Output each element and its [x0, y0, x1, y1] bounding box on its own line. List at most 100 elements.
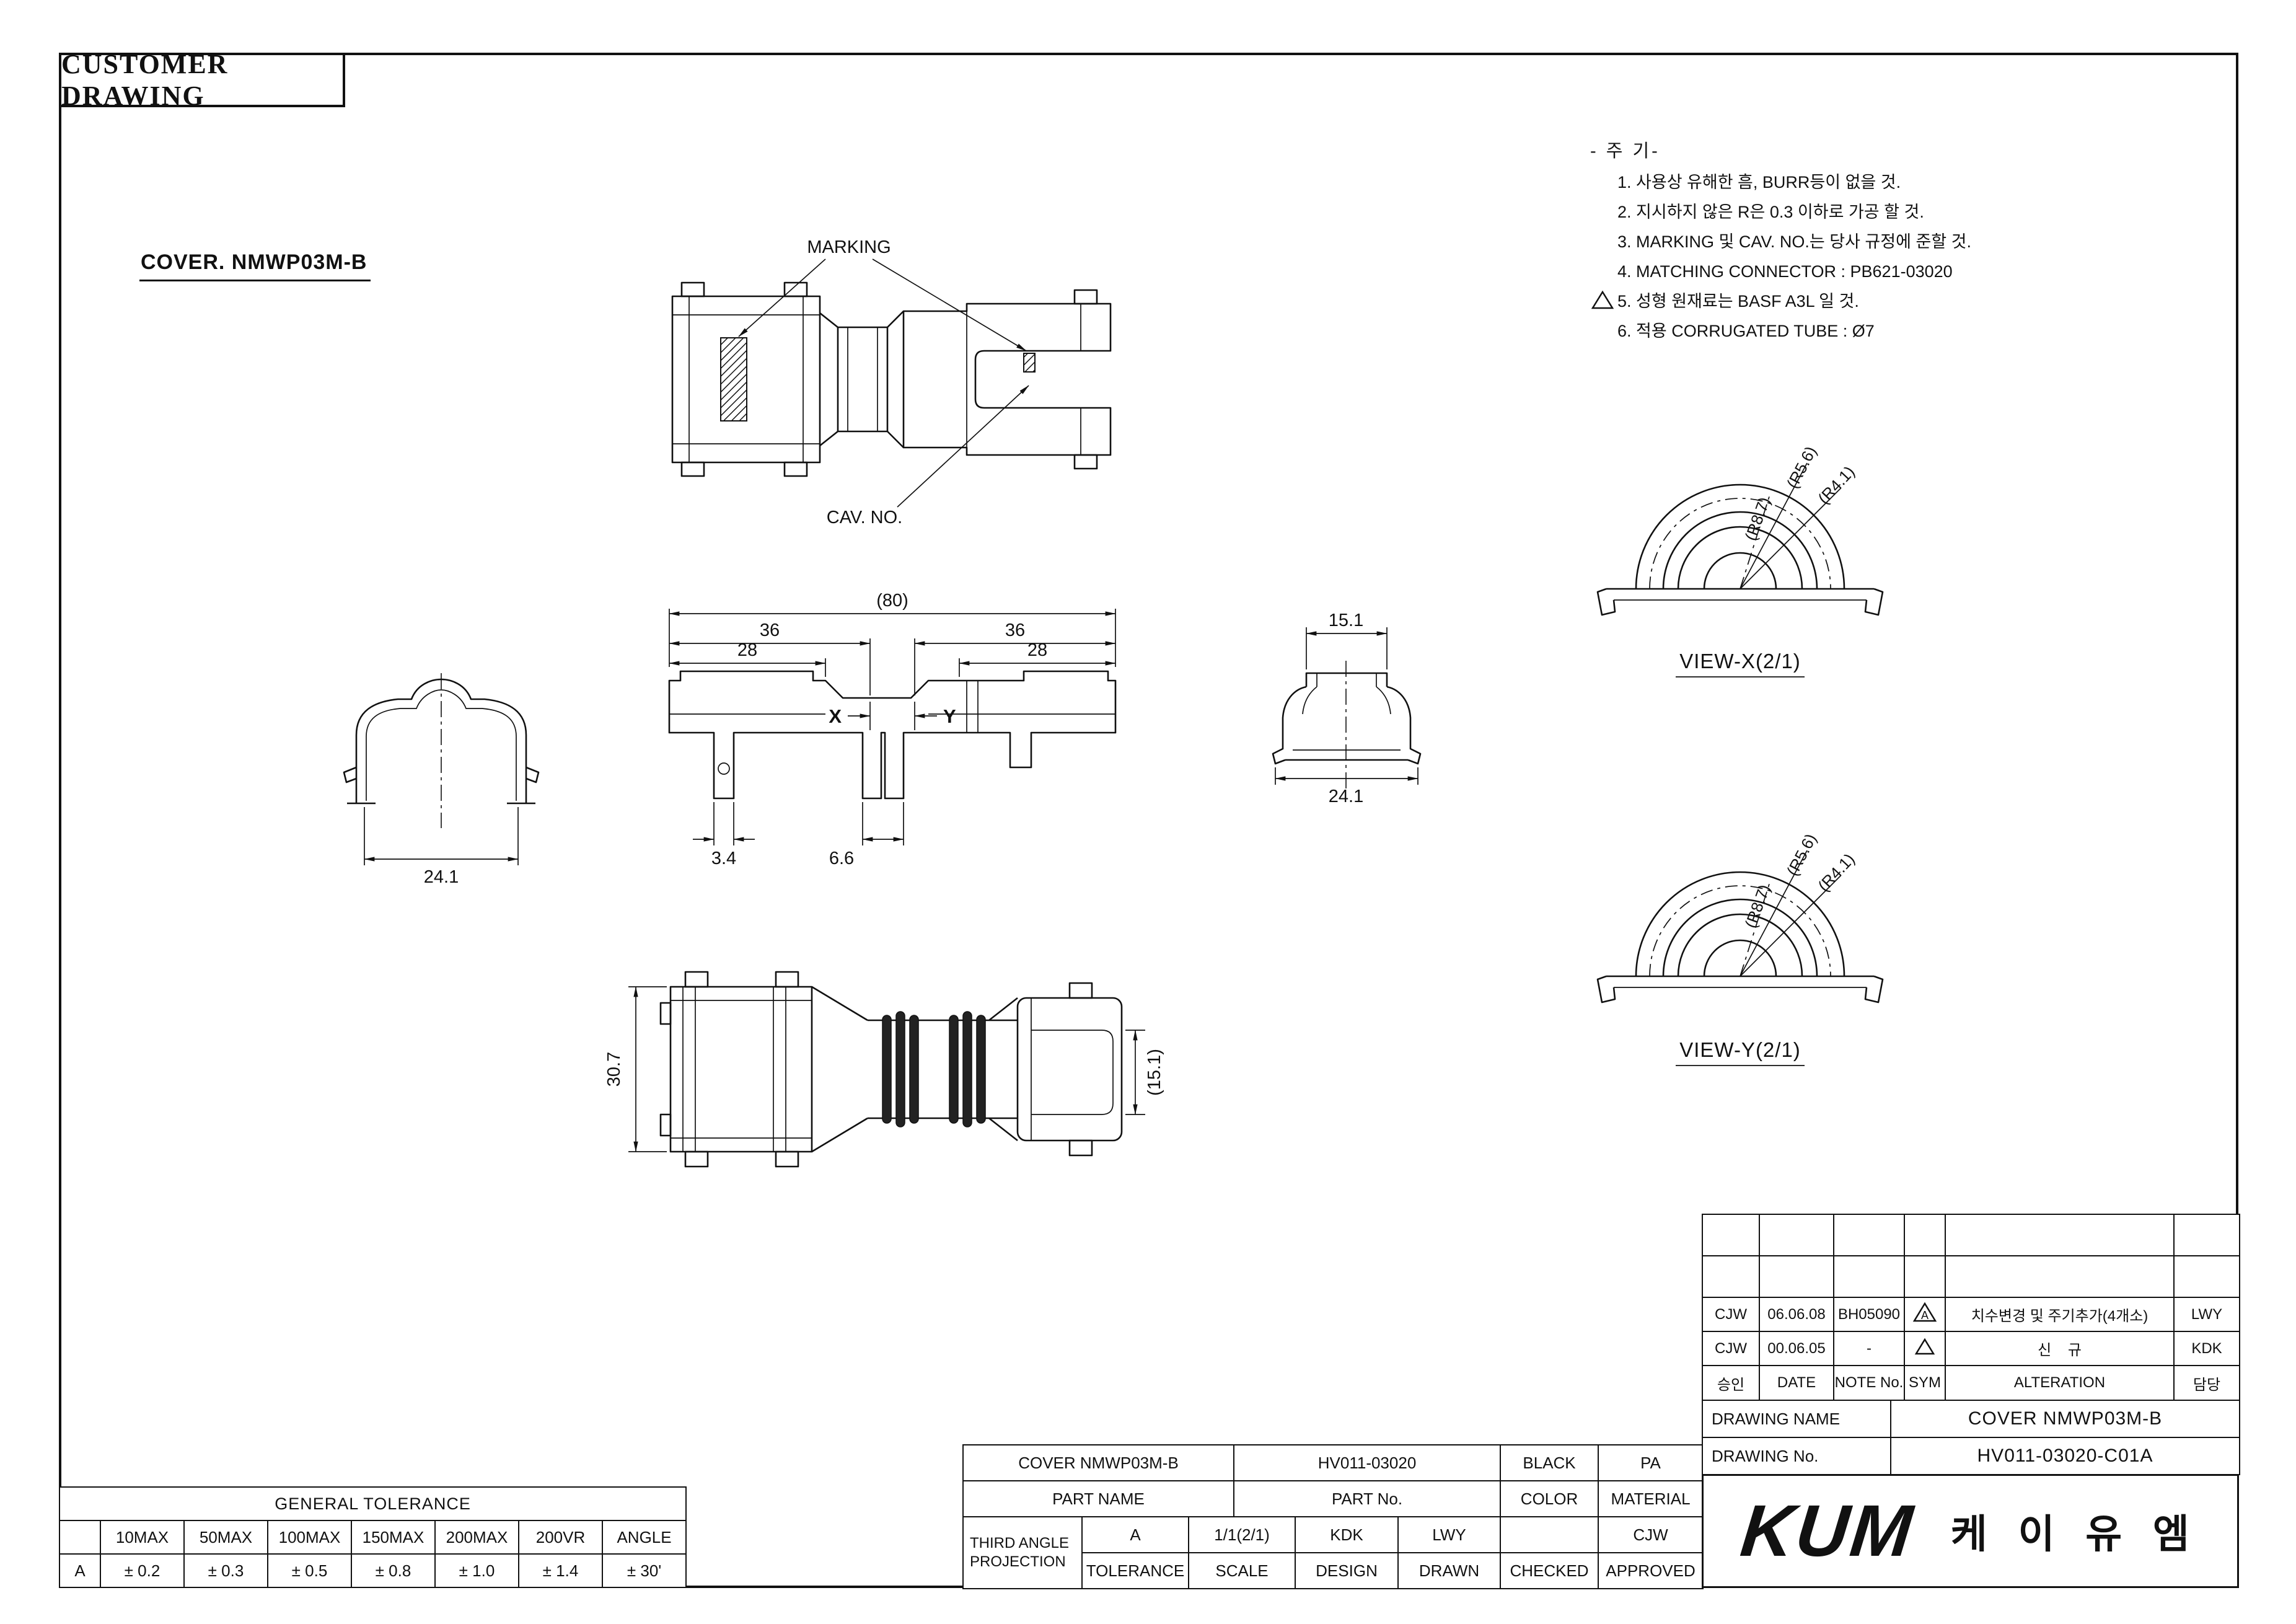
left-end-view: 24.1 [343, 673, 540, 887]
svg-text:A: A [1921, 1309, 1929, 1322]
view-x-r5-6: (R5.6) [1783, 443, 1820, 492]
revision-header-row: 승인 DATE NOTE No. SYM ALTERATION 담당 [1702, 1365, 2240, 1401]
approved-label: APPROVED [1598, 1552, 1704, 1589]
dim-24-1-left-view: 24.1 [424, 867, 459, 887]
rev-sym-header: SYM [1904, 1365, 1946, 1401]
marking-hatch-area [720, 337, 747, 421]
revision-triangle-icon [1591, 290, 1614, 309]
view-y-label: VIEW-Y(2/1) [1679, 1038, 1801, 1061]
company-logo-box: KUM 케 이 유 엠 [1702, 1474, 2239, 1588]
rev-sym: A [1904, 1297, 1946, 1332]
design-label: DESIGN [1295, 1552, 1399, 1589]
rev-alteration-header: ALTERATION [1945, 1365, 2175, 1401]
rev-approve: CJW [1702, 1331, 1760, 1366]
notes-title: - 주 기- [1590, 141, 1660, 161]
note-item-3: 3. MARKING 및 CAV. NO.는 당사 규정에 준할 것. [1617, 232, 1971, 251]
rev-person: LWY [2173, 1297, 2240, 1332]
tolerance-header: ANGLE [601, 1520, 687, 1555]
tolerance-header: 50MAX [183, 1520, 268, 1555]
dim-36-left: 36 [760, 620, 780, 640]
scale-value: 1/1(2/1) [1188, 1516, 1296, 1553]
view-y-detail: (R5.6) (R4.1) (R8.7) VIEW-Y(2/1) [1596, 831, 1884, 1066]
approved-value: CJW [1598, 1516, 1704, 1553]
dim-28-left: 28 [737, 640, 757, 660]
dim-6-6: 6.6 [829, 849, 854, 868]
projection-cell: THIRD ANGLE PROJECTION [962, 1516, 1083, 1589]
rev-approve-header: 승인 [1702, 1365, 1760, 1401]
tolerance-header: 200MAX [434, 1520, 519, 1555]
projection-line1: THIRD ANGLE [970, 1535, 1070, 1551]
tolerance-value: ± 1.4 [518, 1553, 603, 1588]
dim-24-1-right-view: 24.1 [1329, 787, 1363, 806]
tolerance-value: ± 0.5 [267, 1553, 352, 1588]
checked-value [1500, 1516, 1599, 1553]
note-item-6: 6. 적용 CORRUGATED TUBE : Ø7 [1617, 322, 1875, 340]
tolerance-class-value: A [1081, 1516, 1189, 1553]
tolerance-corner-cell [59, 1520, 101, 1555]
dim-3-4: 3.4 [711, 849, 736, 868]
cav-no-hatch-area [1023, 353, 1036, 373]
scale-label: SCALE [1188, 1552, 1296, 1589]
part-name-value: COVER NMWP03M-B [962, 1444, 1234, 1481]
material-label: MATERIAL [1598, 1480, 1704, 1517]
rev-note-header: NOTE No. [1833, 1365, 1905, 1401]
rev-sym [1904, 1331, 1946, 1366]
view-x-label: VIEW-X(2/1) [1679, 650, 1801, 673]
drawing-name-label: DRAWING NAME [1702, 1400, 1891, 1438]
tolerance-row-label: A [59, 1553, 101, 1588]
drawing-no-label: DRAWING No. [1702, 1437, 1891, 1475]
rev-alteration: 치수변경 및 주기추가(4개소) [1945, 1297, 2175, 1332]
rev-date: 00.06.05 [1759, 1331, 1834, 1366]
note-item-1: 1. 사용상 유해한 흠, BURR등이 없을 것. [1617, 173, 1901, 192]
tolerance-header: 100MAX [267, 1520, 352, 1555]
dim-36-right: 36 [1005, 620, 1025, 640]
part-no-label: PART No. [1233, 1480, 1502, 1517]
checked-label: CHECKED [1500, 1552, 1599, 1589]
dim-28-right: 28 [1027, 640, 1047, 660]
view-x-detail: (R5.6) (R4.1) (R8.7) VIEW-X(2/1) [1596, 443, 1884, 677]
part-no-value: HV011-03020 [1233, 1444, 1502, 1481]
tolerance-value: ± 0.2 [100, 1553, 185, 1588]
rev-note-no: - [1833, 1331, 1905, 1366]
tolerance-header: 10MAX [100, 1520, 185, 1555]
front-view: (80) 36 36 28 28 X Y 3.4 [668, 591, 1117, 868]
drawing-name-block: DRAWING NAME COVER NMWP03M-B DRAWING No.… [1702, 1400, 2240, 1475]
tolerance-value: ± 1.0 [434, 1553, 519, 1588]
company-name-korean: 케 이 유 엠 [1950, 1512, 2199, 1556]
rev-approve: CJW [1702, 1297, 1760, 1332]
view-x-r4-1: (R4.1) [1814, 462, 1858, 508]
right-end-view: 15.1 24.1 [1272, 611, 1422, 806]
projection-line2: PROJECTION [970, 1553, 1066, 1570]
part-name-label: PART NAME [962, 1480, 1234, 1517]
marking-label: MARKING [807, 237, 891, 257]
color-label: COLOR [1500, 1480, 1599, 1517]
revision-sym-triangle-icon [1914, 1338, 1935, 1355]
dim-15-1-bottom: (15.1) [1145, 1049, 1164, 1096]
top-view: MARKING CAV. NO. [671, 237, 1112, 527]
page-title: COVER. NMWP03M-B [139, 250, 371, 281]
section-y-label: Y [943, 705, 956, 727]
tolerance-value: ± 30' [601, 1553, 687, 1588]
notes-block: - 주 기- 1. 사용상 유해한 흠, BURR등이 없을 것. 2. 지시하… [1581, 135, 2090, 346]
rev-alteration: 신 규 [1945, 1331, 2175, 1366]
drawing-no-value: HV011-03020-C01A [1890, 1437, 2240, 1475]
note-item-2: 2. 지시하지 않은 R은 0.3 이하로 가공 할 것. [1617, 203, 1924, 221]
tolerance-value: ± 0.8 [351, 1553, 436, 1588]
rev-note-no: BH05090 [1833, 1297, 1905, 1332]
material-value: PA [1598, 1444, 1704, 1481]
kum-logo: KUM [1737, 1490, 1918, 1572]
cav-no-label: CAV. NO. [827, 508, 903, 527]
note-item-4: 4. MATCHING CONNECTOR : PB621-03020 [1617, 262, 1953, 281]
drawn-label: DRAWN [1397, 1552, 1502, 1589]
revision-table: CJW 06.06.08 BH05090 A 치수변경 및 주기추가(4개소) … [1702, 1214, 2240, 1401]
dim-15-1-right-view: 15.1 [1329, 611, 1363, 630]
revision-row-a: CJW 06.06.08 BH05090 A 치수변경 및 주기추가(4개소) … [1702, 1297, 2240, 1332]
dim-overall-80: (80) [876, 591, 908, 611]
general-tolerance-table: GENERAL TOLERANCE 10MAX 50MAX 100MAX 150… [58, 1486, 687, 1588]
rev-person: KDK [2173, 1331, 2240, 1366]
revision-sym-a-triangle-icon: A [1912, 1302, 1937, 1322]
bottom-view: 30.7 (15.1) [604, 971, 1164, 1168]
view-y-r4-1: (R4.1) [1814, 850, 1858, 895]
rev-date: 06.06.08 [1759, 1297, 1834, 1332]
